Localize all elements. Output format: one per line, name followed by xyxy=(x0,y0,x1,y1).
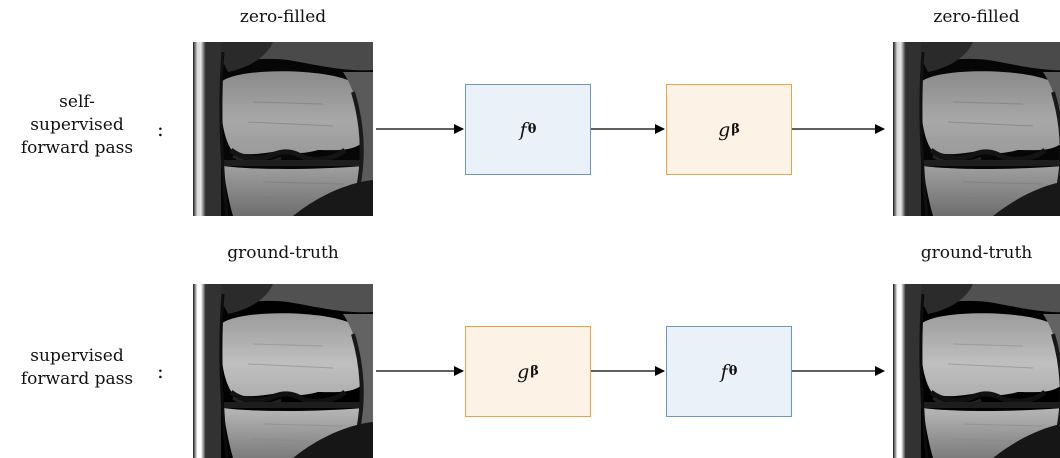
row1-block2-symbol: g xyxy=(718,118,731,141)
row2-block1-subscript: β xyxy=(530,364,539,379)
row1-label: self- supervised forward pass xyxy=(2,91,152,160)
row1-label-line1: self- xyxy=(59,92,95,112)
row2-label-line2: forward pass xyxy=(20,369,134,389)
row2-block1-symbol: g xyxy=(517,360,530,383)
row1-input-caption: zero-filled xyxy=(239,7,327,27)
row2-block2-subscript: θ xyxy=(728,364,738,379)
row1-output-image xyxy=(893,42,1060,216)
row2-colon: : xyxy=(157,359,164,383)
row1-block2-subscript: β xyxy=(731,122,740,137)
row2-label-line1: supervised xyxy=(30,346,124,366)
row2-input-image xyxy=(193,284,373,458)
row1-label-line3: forward pass xyxy=(20,138,134,158)
row1-block1-symbol: f xyxy=(519,118,527,141)
row2-output-caption: ground-truth xyxy=(920,243,1033,263)
row1-label-line2: supervised xyxy=(30,115,124,135)
row1-block1-subscript: θ xyxy=(527,122,537,137)
row2-block2-symbol: f xyxy=(720,360,728,383)
row2-label: supervised forward pass xyxy=(2,345,152,391)
row1-colon: : xyxy=(157,117,164,141)
row1-output-caption: zero-filled xyxy=(933,7,1020,27)
row2-output-image xyxy=(893,284,1060,458)
row2-input-caption: ground-truth xyxy=(227,243,339,263)
row1-input-image xyxy=(193,42,373,216)
